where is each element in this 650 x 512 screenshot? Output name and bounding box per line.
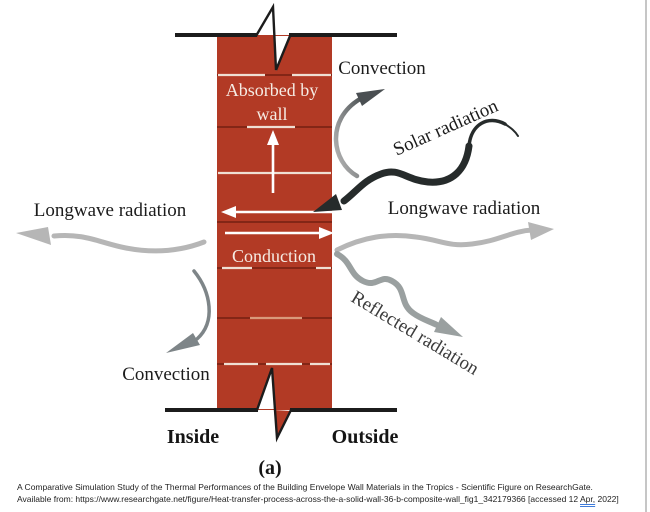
convection-inside-arrow	[166, 269, 211, 353]
longwave-left-arrow	[16, 227, 207, 254]
arrowhead	[267, 130, 279, 145]
floor-line	[165, 367, 397, 443]
label-outside: Outside	[332, 426, 399, 448]
longwave-right-arrow	[334, 222, 554, 253]
ceiling-line	[175, 2, 397, 71]
label-convection-top: Convection	[338, 58, 426, 79]
arrowhead	[528, 222, 554, 240]
arrow-curve	[334, 227, 535, 253]
reflected-radiation-arrow	[334, 251, 463, 337]
arrow-curve	[333, 96, 363, 179]
arrowhead	[221, 206, 236, 218]
grammar-marked-word[interactable]: Apr,	[580, 494, 596, 504]
citation-line2-prefix: Available from: https://www.researchgate…	[17, 494, 581, 504]
arrow-tail-tip	[504, 123, 519, 137]
arrow-curve	[192, 269, 211, 341]
absorbed-up-arrow	[267, 130, 279, 193]
arrow-tail	[467, 118, 507, 148]
label-solar-radiation: Solar radiation	[390, 95, 502, 160]
label-conduction: Conduction	[232, 246, 316, 266]
arrowhead	[166, 333, 200, 353]
page-edge-line	[645, 0, 647, 512]
solar-radiation-arrow	[313, 118, 519, 212]
label-reflected-radiation: Reflected radiation	[347, 287, 483, 380]
top-break-symbol	[254, 2, 292, 71]
citation-line2: Available from: https://www.researchgate…	[17, 493, 633, 505]
heat-transfer-figure: Convection Solar radiation Longwave radi…	[16, 2, 554, 478]
label-inside: Inside	[167, 426, 219, 448]
label-longwave-right: Longwave radiation	[388, 198, 541, 219]
conduction-left-arrow	[221, 206, 333, 218]
arrow-curve	[340, 142, 473, 205]
arrowhead	[356, 89, 385, 106]
label-convection-bottom: Convection	[122, 364, 210, 385]
arrowhead	[319, 227, 334, 239]
arrowhead	[434, 317, 463, 337]
citation-line2-suffix: 2022]	[595, 494, 619, 504]
subfigure-caption: (a)	[258, 457, 281, 478]
arrowhead	[313, 194, 342, 212]
label-longwave-left: Longwave radiation	[34, 200, 187, 221]
mortar-lines	[217, 73, 332, 366]
arrowhead	[16, 227, 51, 245]
citation-line1: A Comparative Simulation Study of the Th…	[17, 482, 593, 492]
label-absorbed-line2: wall	[257, 104, 288, 124]
conduction-right-arrow	[225, 227, 334, 239]
bottom-break-symbol	[255, 367, 293, 443]
arrow-curve	[51, 232, 207, 254]
citation: A Comparative Simulation Study of the Th…	[17, 481, 633, 505]
brick-wall	[217, 35, 332, 438]
convection-outside-arrow	[333, 89, 385, 179]
label-absorbed-line1: Absorbed by	[226, 80, 319, 100]
arrow-curve	[334, 251, 440, 328]
